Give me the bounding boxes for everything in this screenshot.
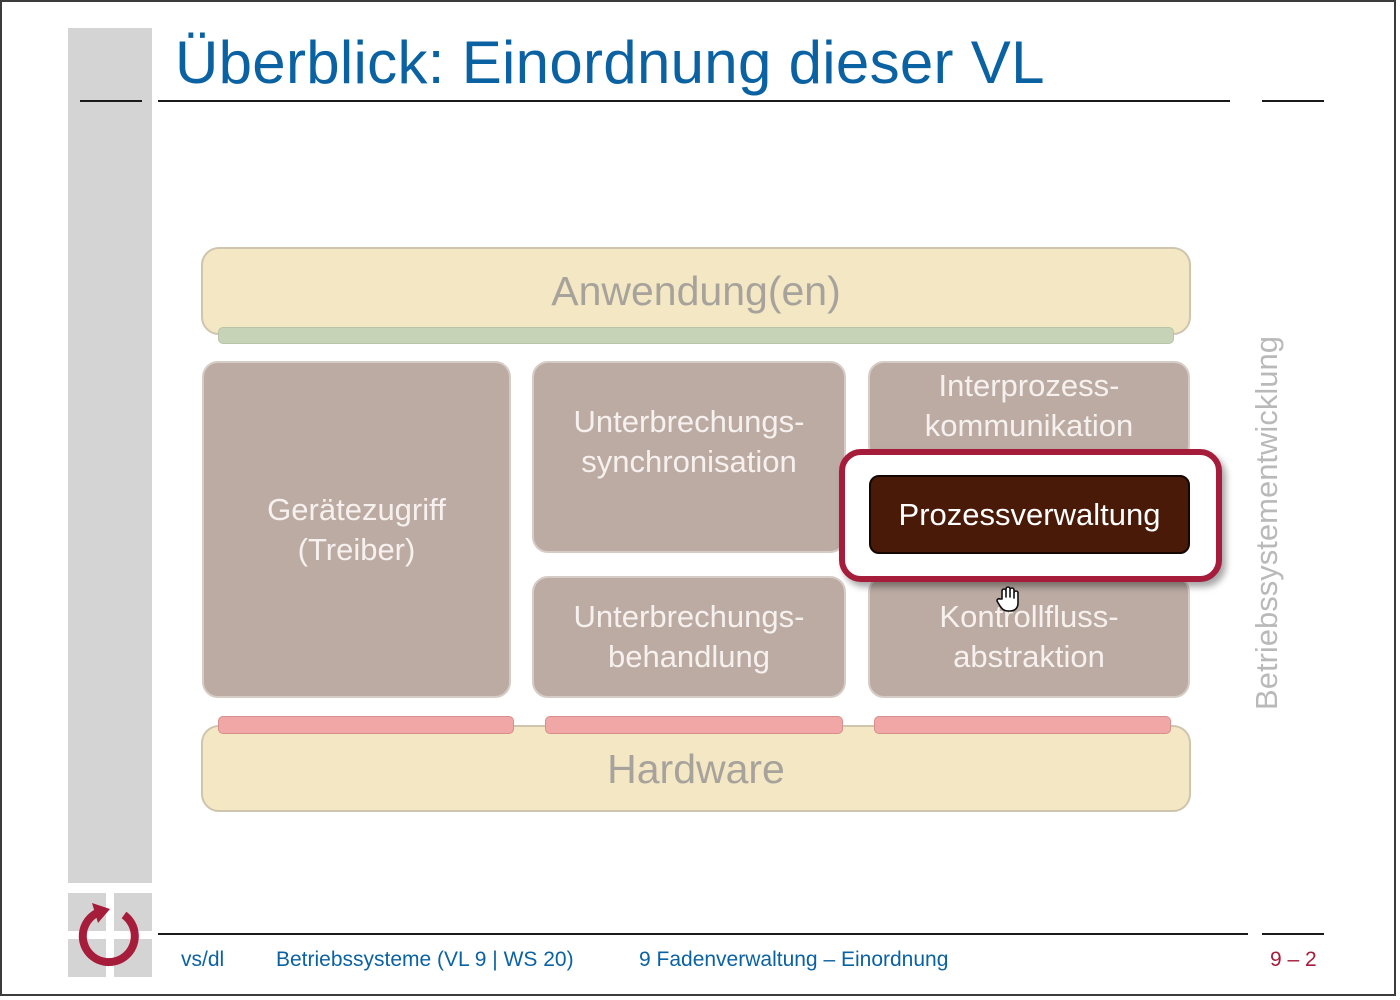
- process-management-box: Prozessverwaltung: [869, 475, 1190, 554]
- hand-cursor-icon: [996, 586, 1019, 612]
- footer-chapter: 9 Fadenverwaltung – Einordnung: [639, 948, 949, 971]
- footer-course: Betriebssysteme (VL 9 | WS 20): [276, 948, 574, 971]
- hardware-layer: Hardware: [201, 725, 1191, 812]
- interrupt-handling-box: Unterbrechungs- behandlung: [532, 576, 846, 698]
- university-logo-icon: [68, 893, 152, 977]
- footer-rule-right: [1262, 933, 1324, 935]
- applications-layer: Anwendung(en): [201, 247, 1191, 335]
- hardware-interface-strip-3: [874, 716, 1171, 734]
- footer-page-number: 9 – 2: [1270, 948, 1317, 971]
- application-interface-strip: [218, 327, 1174, 344]
- side-label: Betriebssystementwicklung: [1249, 336, 1284, 710]
- footer-rule: [158, 933, 1248, 935]
- hardware-interface-strip-1: [218, 716, 514, 734]
- ipc-box: Interprozess- kommunikation: [868, 361, 1190, 461]
- device-access-box: Gerätezugriff (Treiber): [202, 361, 511, 698]
- left-sidebar-bar: [68, 28, 152, 883]
- hardware-interface-strip-2: [545, 716, 843, 734]
- interrupt-sync-box: Unterbrechungs- synchronisation: [532, 361, 846, 553]
- footer-author: vs/dl: [181, 948, 225, 971]
- control-flow-box: Kontrollfluss- abstraktion: [868, 576, 1190, 698]
- slide-title: Überblick: Einordnung dieser VL: [175, 29, 1045, 96]
- title-underline: [158, 100, 1230, 102]
- title-underline-right: [1262, 100, 1324, 102]
- title-underline-left: [80, 100, 142, 102]
